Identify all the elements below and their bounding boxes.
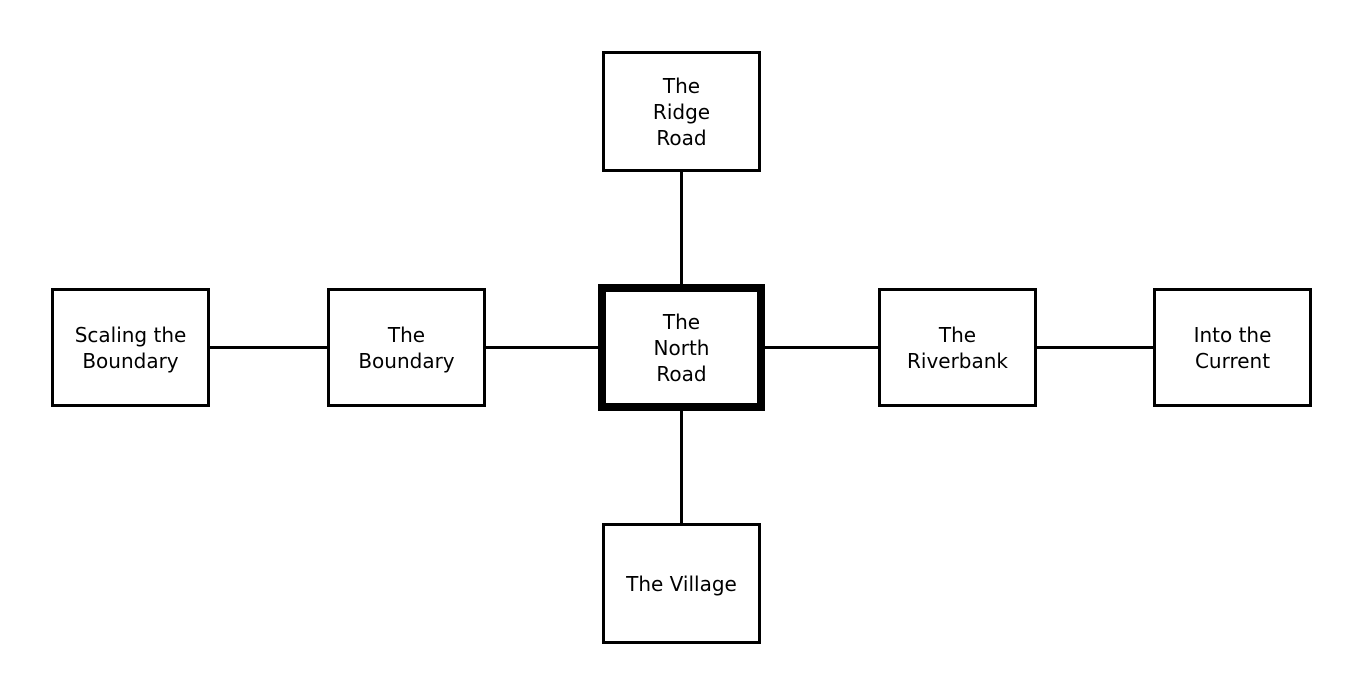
- node-the-boundary: The Boundary: [327, 288, 486, 407]
- edge-north-road-to-riverbank: [761, 346, 878, 349]
- node-scaling-the-boundary: Scaling the Boundary: [51, 288, 210, 407]
- edge-ridge-road-to-north-road: [680, 172, 683, 288]
- node-the-north-road-current: The North Road: [598, 284, 765, 411]
- node-the-village: The Village: [602, 523, 761, 644]
- node-the-riverbank: The Riverbank: [878, 288, 1037, 407]
- edge-scaling-the-boundary-to-boundary: [210, 346, 327, 349]
- edge-boundary-to-north-road: [486, 346, 602, 349]
- edge-riverbank-to-into-the-current: [1037, 346, 1153, 349]
- node-the-ridge-road: The Ridge Road: [602, 51, 761, 172]
- node-into-the-current: Into the Current: [1153, 288, 1312, 407]
- edge-north-road-to-village: [680, 411, 683, 523]
